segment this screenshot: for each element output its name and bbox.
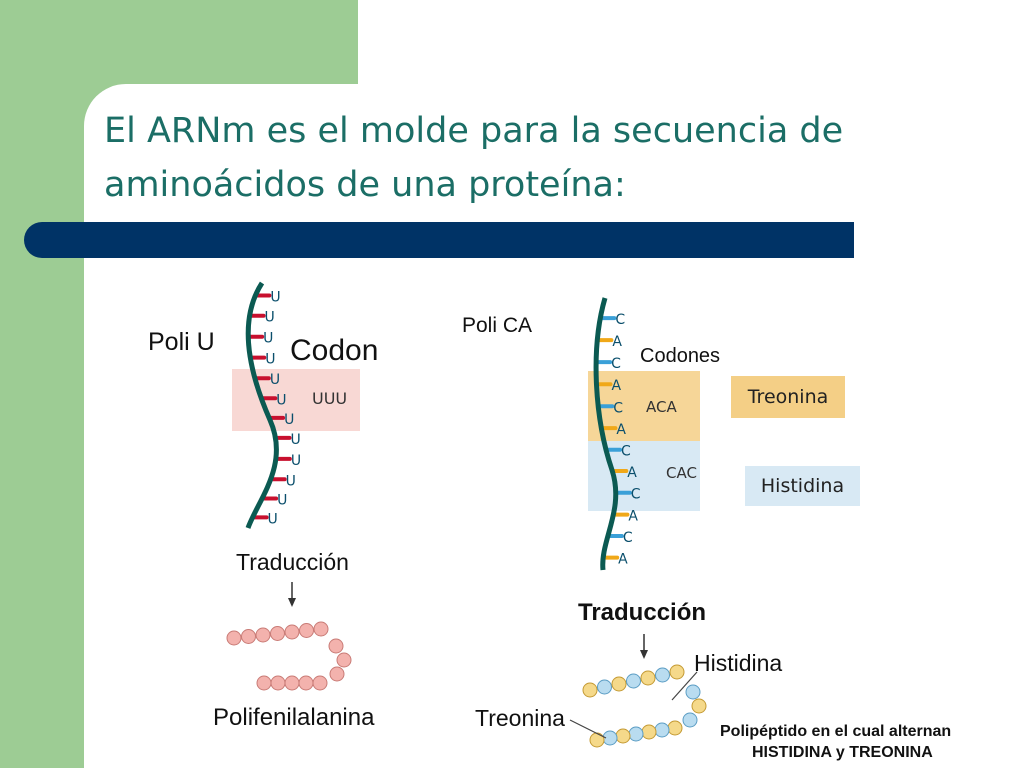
slide-title: El ARNm es el molde para la secuencia de… bbox=[104, 104, 964, 212]
histidina-box: Histidina bbox=[745, 466, 860, 506]
poli-ca-mrna-strand bbox=[593, 297, 619, 571]
histidina-bead bbox=[654, 722, 670, 738]
caption-line-1: Polipéptido en el cual alternan bbox=[720, 723, 951, 740]
treonina-bead bbox=[691, 698, 707, 714]
base-ca-label: C bbox=[631, 487, 641, 503]
treonina-bead bbox=[641, 724, 657, 740]
base-u-label: U bbox=[268, 511, 278, 527]
title-line-2: aminoácidos de una proteína: bbox=[104, 165, 626, 205]
base-ca-label: C bbox=[615, 312, 625, 328]
base-u-label: U bbox=[263, 331, 273, 347]
histidina-bead bbox=[626, 673, 641, 689]
codon-value-cac: CAC bbox=[666, 464, 697, 482]
poli-ca-heading: Poli CA bbox=[462, 314, 532, 337]
phenylalanine-bead bbox=[336, 652, 352, 668]
phenylalanine-bead bbox=[329, 666, 345, 682]
treonina-bead bbox=[667, 720, 683, 736]
title-line-1: El ARNm es el molde para la secuencia de bbox=[104, 111, 844, 151]
poli-ca-base-ticks bbox=[596, 316, 632, 560]
base-ca-label: A bbox=[612, 334, 622, 350]
title-underline-bar bbox=[24, 222, 854, 258]
histidina-treonina-chain bbox=[582, 664, 707, 748]
phenylalanine-bead bbox=[255, 627, 271, 643]
phenylalanine-bead bbox=[299, 623, 314, 638]
caption-line-2: HISTIDINA y TREONINA bbox=[752, 744, 933, 761]
left-translation-label: Traducción bbox=[236, 549, 349, 575]
phenylalanine-bead bbox=[270, 626, 285, 641]
histidina-pointer bbox=[671, 671, 698, 701]
phenylalanine-bead bbox=[284, 675, 300, 691]
base-u-label: U bbox=[265, 310, 275, 326]
poli-u-mrna-strand bbox=[245, 281, 279, 529]
phenylalanine-bead bbox=[256, 675, 272, 691]
right-translation-arrow bbox=[640, 634, 648, 659]
histidina-bead bbox=[655, 667, 670, 683]
phenylalanine-bead bbox=[284, 624, 300, 640]
base-ca-label: A bbox=[616, 422, 626, 438]
codon-value-aca: ACA bbox=[646, 398, 677, 416]
base-ca-label: A bbox=[618, 552, 628, 568]
phenylalanine-bead bbox=[270, 675, 286, 691]
base-ca-label: C bbox=[611, 356, 621, 372]
codon-label: Codon bbox=[290, 334, 378, 367]
phenylalanine-bead bbox=[241, 629, 256, 644]
phenylalanine-bead bbox=[312, 675, 328, 691]
codones-label: Codones bbox=[640, 345, 720, 367]
polifenilalanina-label: Polifenilalanina bbox=[213, 704, 375, 731]
base-ca-label: A bbox=[611, 378, 621, 394]
base-ca-label: A bbox=[627, 465, 637, 481]
base-u-label: U bbox=[276, 392, 286, 408]
treonina-box: Treonina bbox=[731, 376, 845, 418]
poli-u-heading: Poli U bbox=[148, 328, 215, 356]
phenylalanine-bead bbox=[226, 630, 242, 646]
base-ca-label: C bbox=[613, 400, 623, 416]
base-ca-label: A bbox=[628, 509, 638, 525]
base-u-label: U bbox=[286, 473, 296, 489]
treonina-bead bbox=[669, 664, 685, 680]
chain-label-treonina: Treonina bbox=[475, 705, 565, 731]
treonina-pointer bbox=[569, 719, 607, 739]
treonina-bead bbox=[640, 670, 656, 686]
base-ca-label: C bbox=[623, 530, 633, 546]
right-translation-label: Traducción bbox=[578, 599, 706, 626]
base-u-label: U bbox=[290, 432, 300, 448]
base-u-label: U bbox=[277, 493, 287, 509]
treonina-bead bbox=[615, 728, 631, 744]
treonina-bead bbox=[582, 682, 598, 698]
base-ca-label: C bbox=[621, 444, 631, 460]
base-u-label: U bbox=[265, 352, 275, 368]
phenylalanine-bead bbox=[313, 621, 329, 637]
phenylalanine-bead bbox=[298, 675, 314, 691]
histidina-bead bbox=[682, 712, 698, 728]
base-u-label: U bbox=[270, 289, 280, 305]
histidina-bead bbox=[685, 684, 701, 700]
histidina-bead bbox=[628, 726, 644, 742]
polifenilalanina-chain bbox=[226, 621, 352, 691]
histidina-bead bbox=[597, 679, 612, 695]
treonina-bead bbox=[611, 676, 627, 692]
left-translation-arrow bbox=[288, 582, 296, 607]
poli-u-base-ticks bbox=[248, 293, 292, 520]
phenylalanine-bead bbox=[328, 638, 344, 654]
base-u-label: U bbox=[270, 372, 280, 388]
treonina-bead bbox=[589, 732, 605, 748]
base-u-label: U bbox=[291, 453, 301, 469]
codon-value-uuu: UUU bbox=[312, 389, 347, 408]
base-u-label: U bbox=[284, 412, 294, 428]
chain-label-histidina: Histidina bbox=[694, 650, 782, 676]
